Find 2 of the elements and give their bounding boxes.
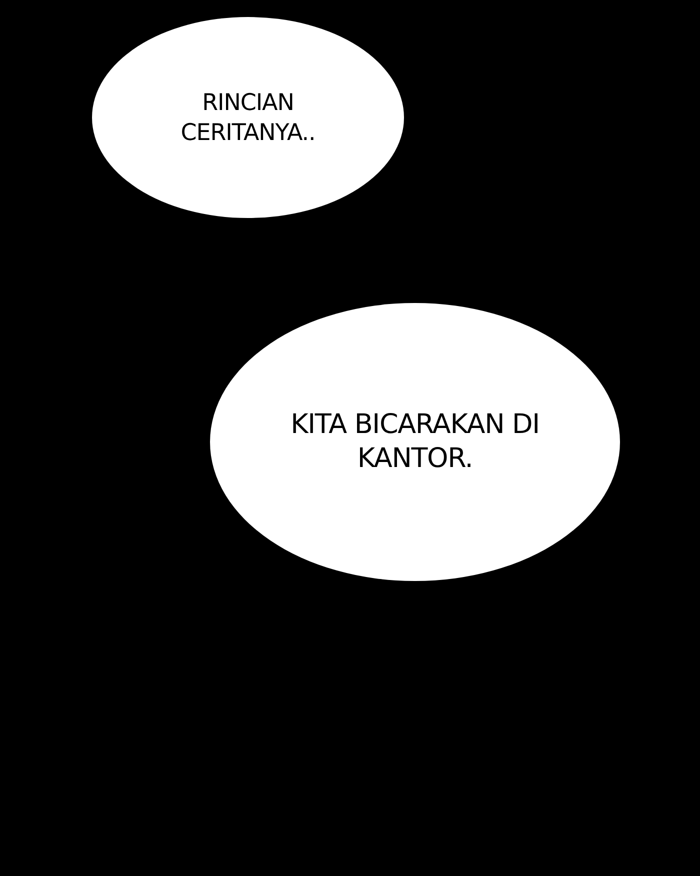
speech-text: KITA BICARAKAN DI KANTOR. bbox=[290, 408, 540, 476]
speech-text: RINCIAN CERITANYA.. bbox=[180, 88, 316, 148]
